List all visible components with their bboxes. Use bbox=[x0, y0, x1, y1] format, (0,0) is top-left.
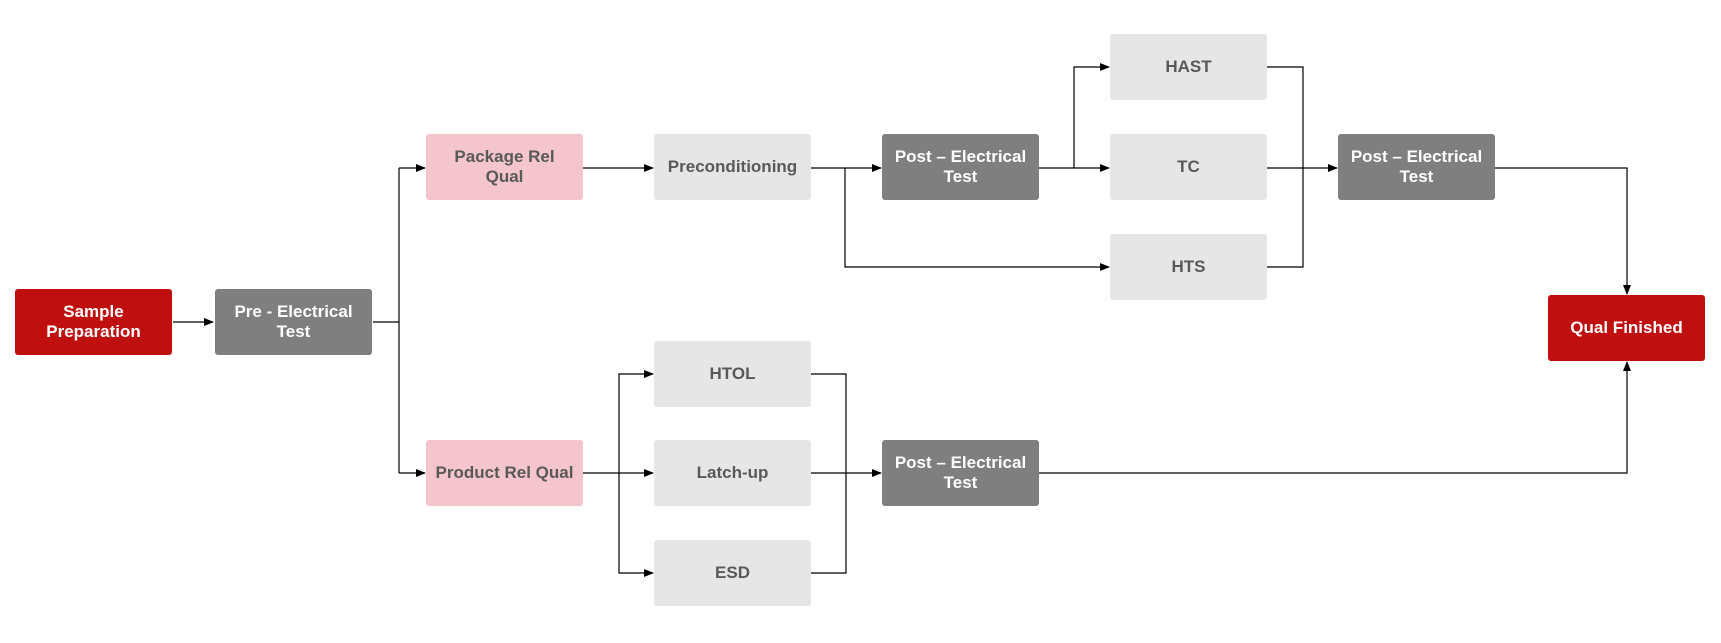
node-latch-up: Latch-up bbox=[654, 440, 811, 506]
edge-post-electrical-3-to-qual-finished bbox=[1039, 361, 1631, 474]
edge-branch-to-htol bbox=[618, 370, 654, 473]
node-qual-finished: Qual Finished bbox=[1548, 295, 1705, 361]
edge-merge-to-post-electrical-3 bbox=[811, 373, 881, 574]
node-post-electrical-test-1: Post – Electrical Test bbox=[882, 134, 1039, 200]
node-package-rel-qual: Package Rel Qual bbox=[426, 134, 583, 200]
node-htol: HTOL bbox=[654, 341, 811, 407]
node-post-electrical-test-2: Post – Electrical Test bbox=[1338, 134, 1495, 200]
edge-post-electrical-2-to-qual-finished bbox=[1495, 167, 1631, 295]
node-product-rel-qual: Product Rel Qual bbox=[426, 440, 583, 506]
edge-preconditioning-to-hts bbox=[844, 168, 1110, 271]
node-esd: ESD bbox=[654, 540, 811, 606]
node-hast: HAST bbox=[1110, 34, 1267, 100]
node-pre-electrical-test: Pre - Electrical Test bbox=[215, 289, 372, 355]
node-preconditioning: Preconditioning bbox=[654, 134, 811, 200]
edge-pre-electrical-trunk bbox=[373, 168, 400, 473]
node-tc: TC bbox=[1110, 134, 1267, 200]
node-post-electrical-test-3: Post – Electrical Test bbox=[882, 440, 1039, 506]
node-hts: HTS bbox=[1110, 234, 1267, 300]
edge-branch-to-esd bbox=[618, 473, 654, 577]
edge-merge-to-post-electrical-2 bbox=[1267, 66, 1337, 268]
node-sample-preparation: Sample Preparation bbox=[15, 289, 172, 355]
edge-post-electrical-1-to-hast bbox=[1073, 63, 1110, 168]
